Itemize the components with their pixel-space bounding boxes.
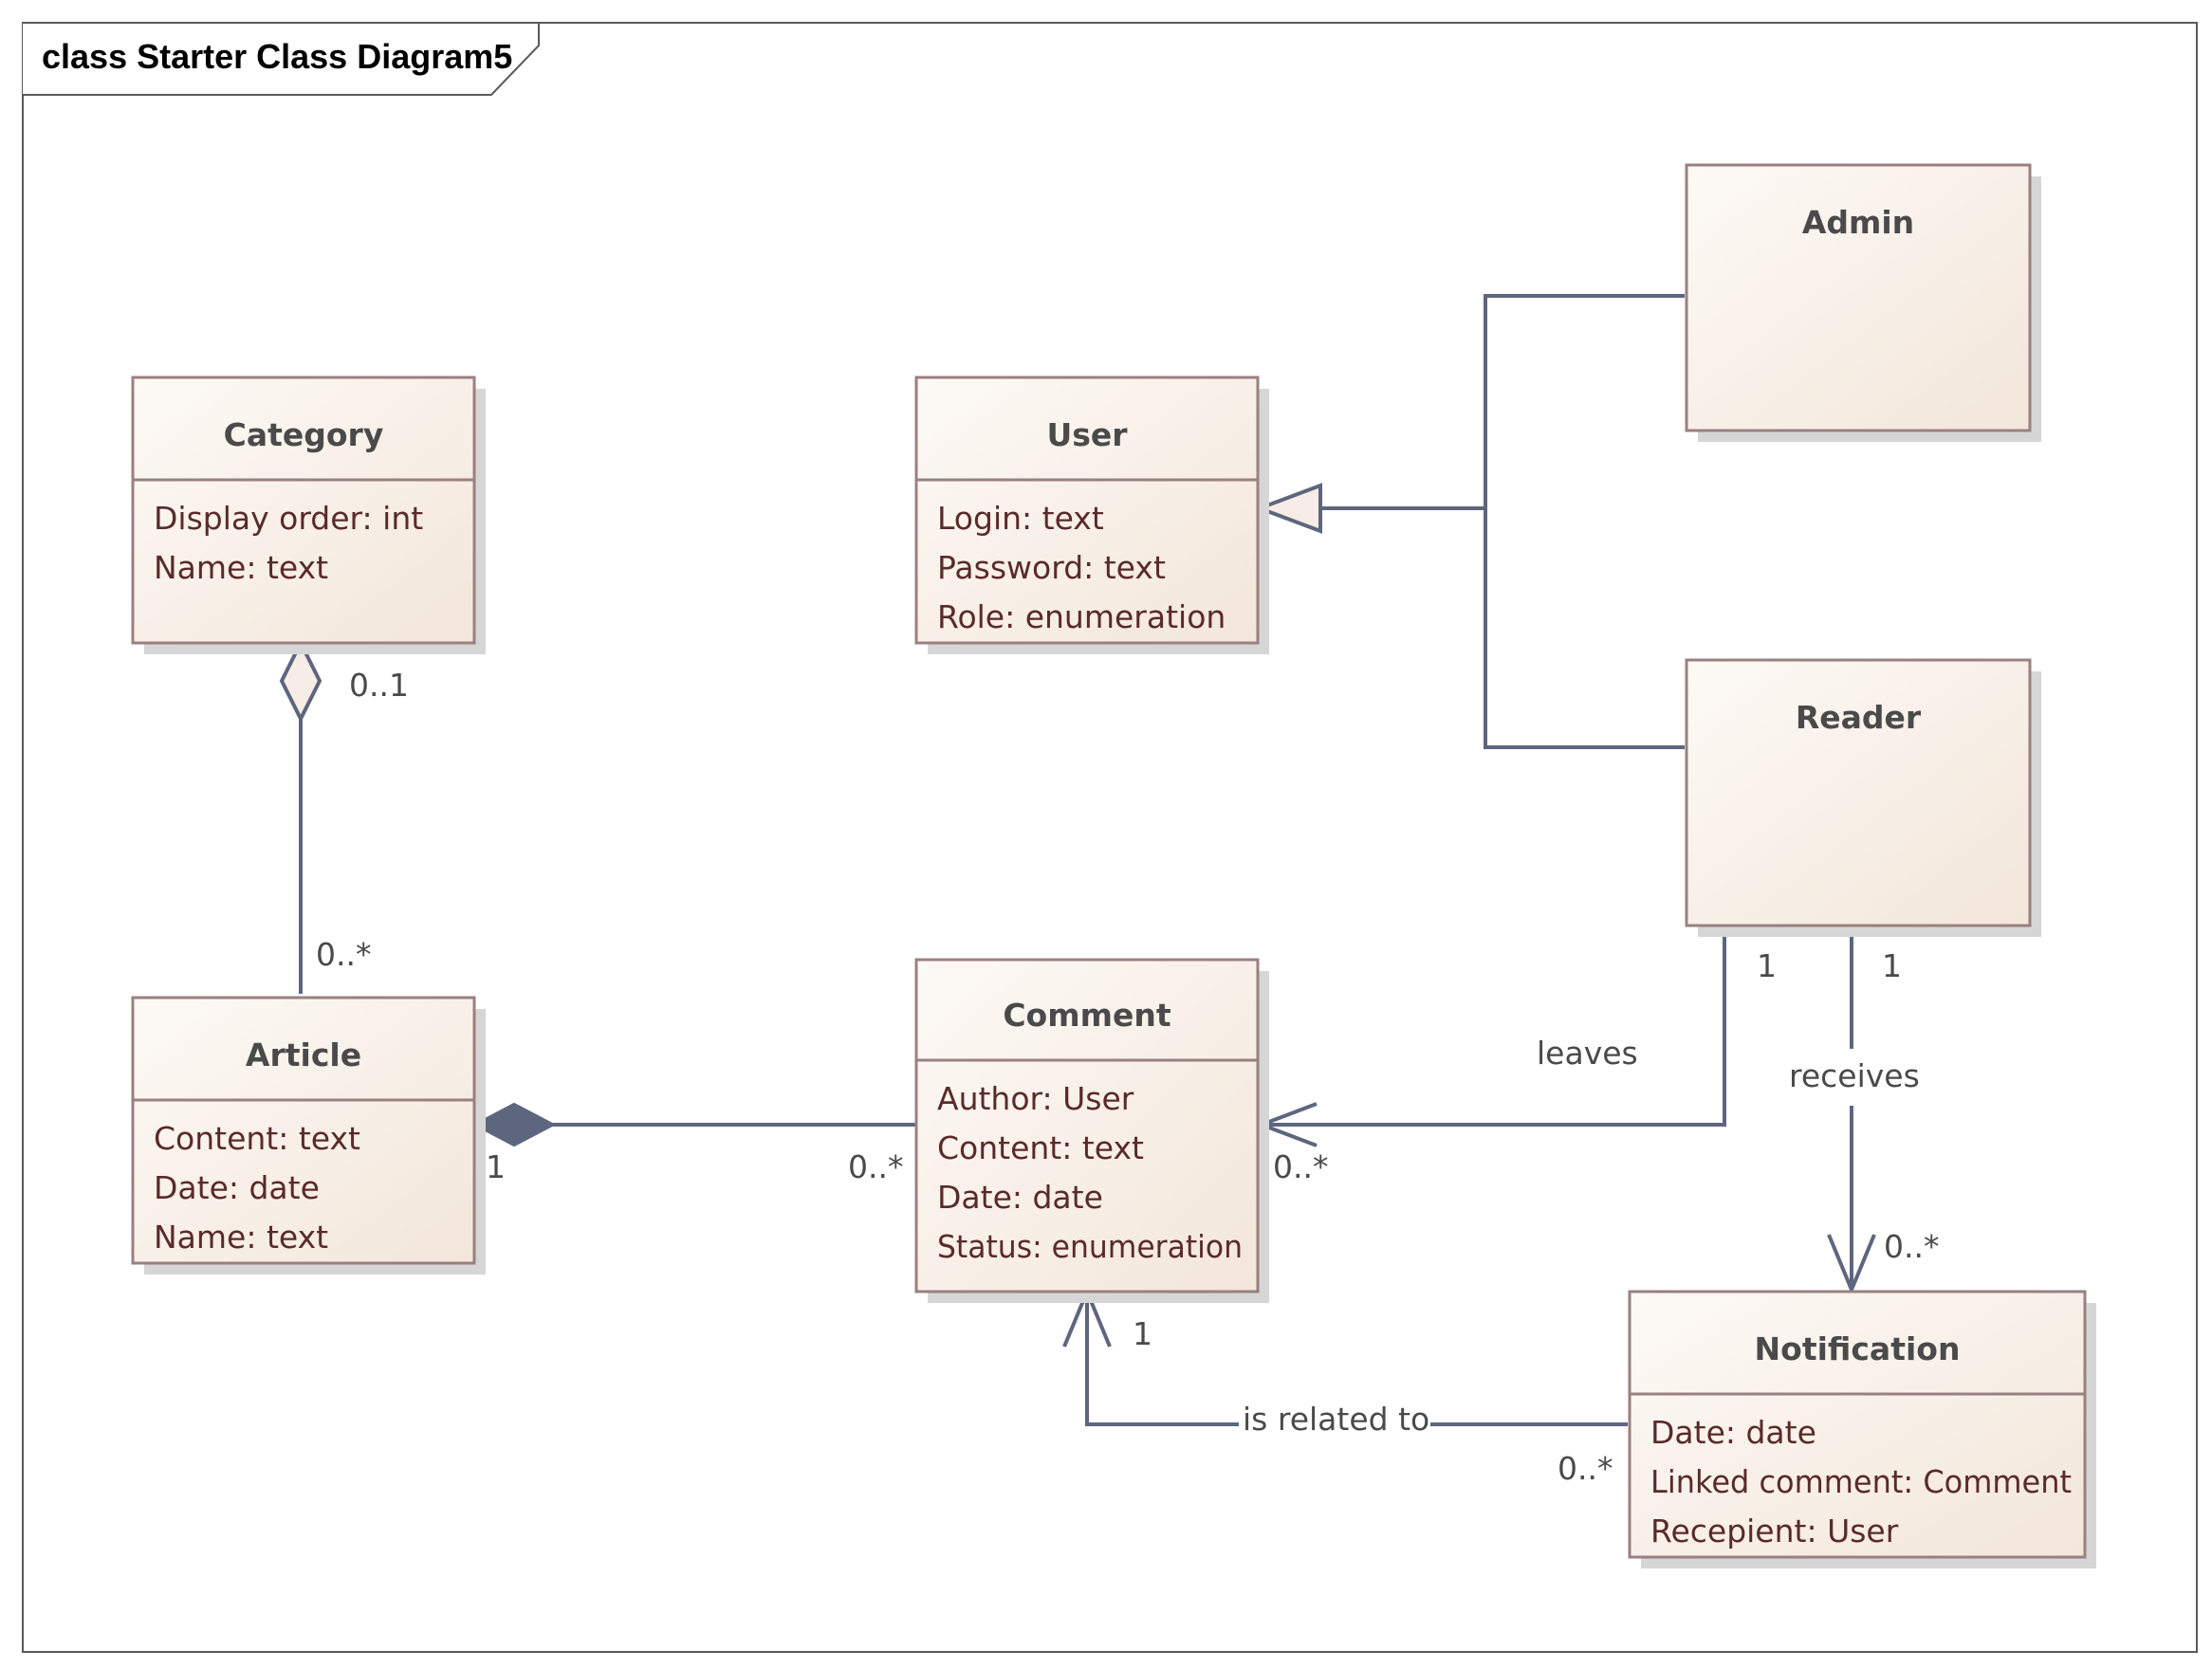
open-arrow-icon (1827, 1234, 1876, 1295)
attribute: Role: enumeration (937, 598, 1226, 635)
edge-article-comment: 1 0..* (471, 1102, 916, 1185)
class-name: Category (224, 416, 384, 453)
class-reader[interactable]: Reader (1685, 658, 2041, 937)
label-is-related-to: is related to (1243, 1401, 1429, 1438)
attribute: Display order: int (154, 500, 423, 537)
mult-article-comment-source: 1 (486, 1148, 506, 1185)
attribute: Date: date (1650, 1414, 1816, 1451)
attribute: Status: enumeration (937, 1228, 1243, 1265)
attribute: Author: User (937, 1080, 1134, 1117)
edge-notification-comment: is related to 0..* 1 (1062, 1286, 1628, 1487)
class-name: User (1046, 416, 1128, 453)
class-name: Notification (1755, 1330, 1961, 1367)
attribute: Linked comment: Comment (1650, 1463, 2072, 1500)
label-leaves: leaves (1537, 1035, 1638, 1072)
class-name: Comment (1003, 997, 1171, 1034)
class-admin[interactable]: Admin (1685, 163, 2041, 442)
class-name: Admin (1802, 204, 1914, 241)
edge-category-article: 0..1 0..* (279, 638, 409, 994)
attribute: Date: date (154, 1169, 320, 1206)
mult-reader-comment-source: 1 (1757, 947, 1777, 984)
attribute: Login: text (937, 500, 1104, 537)
class-user[interactable]: User Login: text Password: text Role: en… (914, 376, 1269, 654)
mult-category-article-source: 0..1 (349, 667, 409, 704)
mult-reader-comment-target: 0..* (1273, 1148, 1328, 1185)
mult-reader-notification-target: 0..* (1884, 1228, 1939, 1265)
composition-diamond-icon (471, 1102, 557, 1147)
class-name: Reader (1796, 699, 1922, 736)
attribute: Password: text (937, 549, 1166, 586)
class-notification[interactable]: Notification Date: date Linked comment: … (1628, 1290, 2096, 1568)
class-category[interactable]: Category Display order: int Name: text (131, 376, 486, 654)
class-article[interactable]: Article Content: text Date: date Name: t… (131, 996, 486, 1275)
class-name: Article (246, 1036, 361, 1073)
edge-reader-notification: receives 1 0..* (1789, 922, 1939, 1295)
mult-article-comment-target: 0..* (848, 1148, 903, 1185)
attribute: Date: date (937, 1179, 1103, 1216)
mult-category-article-target: 0..* (316, 936, 371, 973)
class-comment[interactable]: Comment Author: User Content: text Date:… (914, 958, 1269, 1303)
diagram-title: class Starter Class Diagram5 (42, 37, 512, 76)
mult-reader-notification-source: 1 (1882, 947, 1902, 984)
mult-notification-comment-source: 0..* (1558, 1450, 1613, 1487)
attribute: Name: text (154, 549, 328, 586)
edge-generalization-user (1254, 294, 1685, 749)
attribute: Content: text (937, 1129, 1144, 1166)
label-receives: receives (1789, 1057, 1920, 1094)
attribute: Name: text (154, 1219, 328, 1256)
attribute: Content: text (154, 1120, 360, 1157)
mult-notification-comment-target: 1 (1133, 1315, 1152, 1352)
aggregation-diamond-icon (279, 638, 323, 724)
generalization-arrow-icon (1254, 483, 1322, 534)
edge-reader-comment: leaves 1 0..* (1256, 922, 1777, 1185)
diagram-frame: class Starter Class Diagram5 (22, 22, 2198, 1653)
attribute: Recepient: User (1650, 1513, 1899, 1550)
